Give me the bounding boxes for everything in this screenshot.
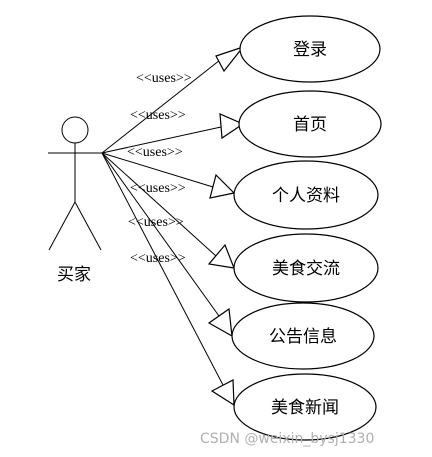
arrowhead-notice (207, 307, 233, 338)
uses-labels: <<uses>> <<uses>> <<uses>> <<uses>> <<us… (127, 71, 192, 266)
actor-label: 买家 (57, 265, 91, 285)
actor-figure (48, 116, 102, 251)
use-case-ellipse-login (239, 15, 381, 83)
uses-label-food-exchange: <<uses>> (130, 181, 186, 196)
arrowhead-food-news (210, 379, 235, 407)
use-case-label-profile: 个人资料 (272, 186, 340, 206)
use-case-ellipse-food-news (233, 373, 377, 441)
arrowhead-home (219, 113, 245, 140)
actor-left-leg (48, 201, 76, 251)
use-case-label-home: 首页 (293, 115, 327, 135)
use-case-ellipse-notice (231, 302, 375, 370)
use-case-profile: 个人资料 (233, 160, 379, 230)
use-case-label-food-news: 美食新闻 (271, 398, 339, 418)
association-line-home (101, 126, 222, 154)
actor-head (61, 116, 89, 144)
uses-label-food-news: <<uses>> (130, 251, 186, 266)
arrowhead-profile (209, 173, 236, 199)
use-case-login: 登录 (239, 15, 381, 83)
use-case-label-notice: 公告信息 (269, 327, 337, 347)
watermark: CSDN @weixin_bysj1330 (200, 431, 374, 447)
association-line-food-exchange (101, 152, 217, 257)
uses-label-login: <<uses>> (136, 71, 192, 86)
use-case-food-news: 美食新闻 (233, 373, 377, 441)
association-line-login (101, 59, 221, 154)
association-line-food-news (101, 152, 224, 386)
use-case-home: 首页 (238, 90, 382, 158)
arrowhead-food-exchange (207, 243, 235, 269)
use-case-notice: 公告信息 (231, 302, 375, 370)
use-case-ellipse-profile (233, 160, 379, 230)
use-case-ellipse-home (238, 90, 382, 158)
associations (101, 45, 245, 407)
uses-label-home: <<uses>> (130, 108, 186, 123)
use-case-ellipse-food-exchange (233, 233, 379, 303)
actor-right-leg (74, 201, 102, 251)
uses-label-profile: <<uses>> (127, 145, 183, 160)
association-line-profile (101, 152, 214, 188)
use-case-label-food-exchange: 美食交流 (272, 259, 340, 279)
use-case-food-exchange: 美食交流 (233, 233, 379, 303)
use-case-label-login: 登录 (293, 40, 327, 60)
uses-label-notice: <<uses>> (128, 215, 184, 230)
arrowhead-login (215, 45, 245, 73)
association-line-notice (101, 152, 220, 317)
